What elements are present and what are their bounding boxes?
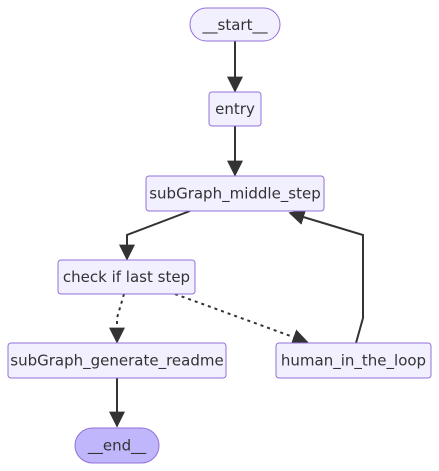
node-check-if-last-step[interactable]: check if last step: [57, 259, 196, 295]
node-label-check: check if last step: [63, 268, 190, 286]
edge-check-to-human: [174, 293, 309, 345]
node-label-end: __end__: [87, 437, 147, 456]
node-subgraph-generate-readme[interactable]: subGraph_generate_readme: [7, 342, 227, 379]
edge-middle-to-check: [119, 210, 191, 261]
node-label-start: __start__: [202, 16, 268, 35]
node-start[interactable]: __start__: [189, 7, 281, 42]
node-end[interactable]: __end__: [74, 427, 160, 464]
node-label-human: human_in_the_loop: [281, 352, 426, 371]
edges: [109, 41, 364, 428]
node-human-in-the-loop[interactable]: human_in_the_loop: [275, 342, 432, 379]
edge-check-to-generate: [109, 293, 125, 344]
node-label-entry: entry: [215, 100, 255, 118]
node-label-middle: subGraph_middle_step: [149, 185, 321, 204]
node-label-generate: subGraph_generate_readme: [10, 352, 223, 371]
edge-human-to-middle: [288, 209, 364, 344]
node-entry[interactable]: entry: [208, 91, 262, 127]
nodes: __start__ entry subGraph_middle_step che…: [7, 7, 432, 464]
node-subgraph-middle-step[interactable]: subGraph_middle_step: [145, 175, 325, 212]
